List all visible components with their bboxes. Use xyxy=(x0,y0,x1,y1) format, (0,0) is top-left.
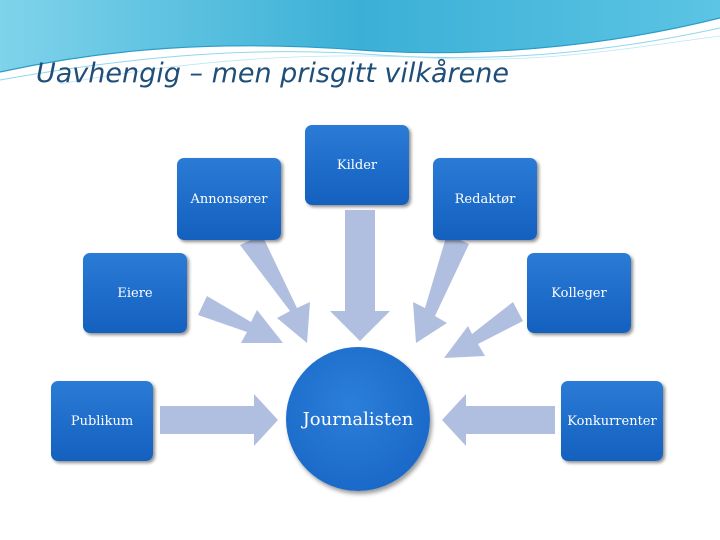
node-konkurrenter: Konkurrenter xyxy=(561,381,663,461)
node-eiere: Eiere xyxy=(83,253,187,333)
node-publikum: Publikum xyxy=(51,381,153,461)
node-annonsorer-label: Annonsører xyxy=(191,192,268,207)
arrow-redaktor xyxy=(413,234,469,343)
arrow-publikum xyxy=(160,394,278,446)
node-journalisten-label: Journalisten xyxy=(303,409,414,430)
arrow-kilder xyxy=(330,210,390,341)
node-kolleger: Kolleger xyxy=(527,253,631,333)
node-redaktor: Redaktør xyxy=(433,158,537,240)
arrow-kolleger xyxy=(444,302,523,358)
node-eiere-label: Eiere xyxy=(117,286,152,301)
node-annonsorer: Annonsører xyxy=(177,158,281,240)
node-publikum-label: Publikum xyxy=(71,414,133,429)
node-kilder-label: Kilder xyxy=(337,158,377,173)
node-redaktor-label: Redaktør xyxy=(455,192,516,207)
node-journalisten: Journalisten xyxy=(286,347,430,491)
arrow-konkurrenter xyxy=(442,394,555,446)
node-kilder: Kilder xyxy=(305,125,409,205)
arrow-eiere xyxy=(198,296,283,343)
node-kolleger-label: Kolleger xyxy=(551,286,606,301)
node-konkurrenter-label: Konkurrenter xyxy=(567,414,656,429)
